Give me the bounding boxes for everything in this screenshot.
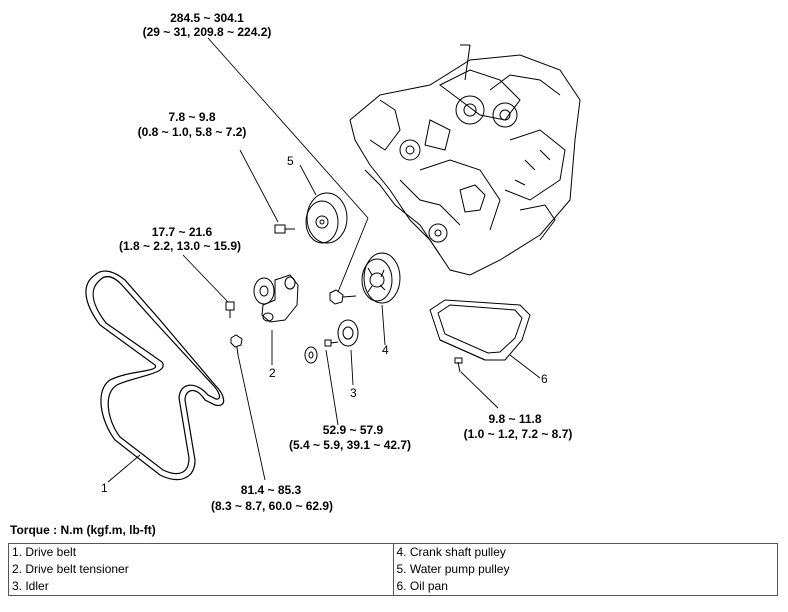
engine-block — [349, 44, 581, 276]
torque-units-title: Torque : N.m (kgf.m, lb-ft) — [10, 523, 156, 537]
idler-pulley — [304, 319, 359, 364]
water-pump-pulley — [305, 192, 348, 244]
torque-oil-pan-nm: 9.8 ~ 11.8 — [488, 412, 541, 426]
callout-5: 5 — [287, 154, 294, 168]
callout-numbers: 1 2 3 4 5 6 — [101, 154, 548, 495]
water-pump-bolt — [274, 224, 295, 234]
parts-legend-table: 1. Drive belt 4. Crank shaft pulley 2. D… — [8, 543, 778, 596]
callout-4: 4 — [382, 343, 389, 357]
crankshaft-pulley — [361, 252, 401, 304]
drive-belt-tensioner — [253, 274, 299, 323]
torque-crank-nm: 284.5 ~ 304.1 — [170, 11, 244, 25]
exploded-diagram: 284.5 ~ 304.1 (29 ~ 31, 209.8 ~ 224.2) 7… — [85, 11, 581, 513]
oil-pan-bolt — [454, 357, 463, 373]
legend-cell: 5. Water pump pulley — [392, 561, 778, 578]
callout-1: 1 — [101, 481, 108, 495]
torque-water-pump-alt: (0.8 ~ 1.0, 5.8 ~ 7.2) — [138, 125, 247, 139]
oil-pan — [429, 299, 531, 361]
callout-3: 3 — [350, 386, 357, 400]
legend-cell: 1. Drive belt — [8, 543, 394, 561]
legend-cell: 6. Oil pan — [392, 578, 778, 596]
torque-idler-nm: 52.9 ~ 57.9 — [323, 423, 384, 437]
torque-tensioner-main-nm: 81.4 ~ 85.3 — [241, 483, 302, 497]
torque-tensioner-main-alt: (8.3 ~ 8.7, 60.0 ~ 62.9) — [211, 499, 333, 513]
legend-row: 1. Drive belt 4. Crank shaft pulley — [8, 543, 778, 561]
torque-tensioner-alt: (1.8 ~ 2.2, 13.0 ~ 15.9) — [119, 239, 241, 253]
tensioner-bolt-small — [225, 301, 235, 318]
callout-6: 6 — [541, 372, 548, 386]
legend-row: 2. Drive belt tensioner 5. Water pump pu… — [8, 561, 778, 578]
legend-cell: 4. Crank shaft pulley — [392, 543, 778, 561]
tensioner-main-bolt — [230, 334, 243, 356]
torque-tensioner-nm: 17.7 ~ 21.6 — [152, 225, 213, 239]
legend-cell: 2. Drive belt tensioner — [8, 561, 394, 578]
torque-idler-alt: (5.4 ~ 5.9, 39.1 ~ 42.7) — [289, 438, 411, 452]
leader-lines — [107, 37, 541, 483]
torque-oil-pan-alt: (1.0 ~ 1.2, 7.2 ~ 8.7) — [464, 427, 573, 441]
drive-belt — [85, 270, 225, 481]
crankshaft-bolt — [329, 289, 357, 305]
legend-row: 3. Idler 6. Oil pan — [8, 578, 778, 596]
torque-labels: 284.5 ~ 304.1 (29 ~ 31, 209.8 ~ 224.2) 7… — [119, 11, 572, 513]
torque-water-pump-nm: 7.8 ~ 9.8 — [168, 110, 215, 124]
torque-crank-alt: (29 ~ 31, 209.8 ~ 224.2) — [143, 25, 272, 39]
legend-cell: 3. Idler — [8, 578, 394, 596]
callout-2: 2 — [269, 366, 276, 380]
